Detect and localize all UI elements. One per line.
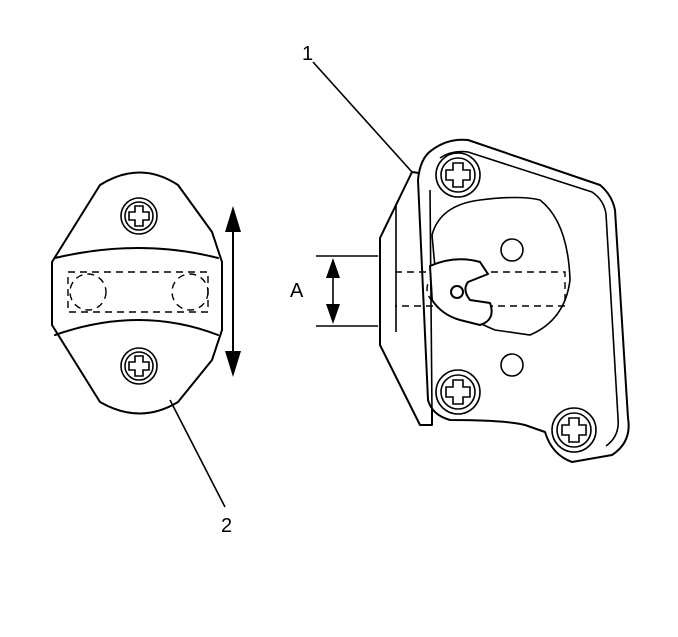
striker-screw-bottom [120, 347, 158, 385]
striker-plate [51, 171, 223, 415]
striker-screw-top [120, 197, 158, 235]
dimension-a-label: A [290, 280, 304, 302]
callout-2-leader [169, 399, 226, 508]
striker-dashed-slot [67, 271, 209, 313]
latch-screw-bottom [551, 407, 597, 453]
callout-1-leader [312, 61, 413, 173]
latch-screw-middle [435, 369, 481, 415]
callout-2-label: 2 [221, 515, 232, 537]
callout-1-label: 1 [302, 43, 313, 65]
dimension-a: A [290, 255, 378, 327]
adjust-direction-arrow [225, 206, 241, 377]
latch-screw-top [435, 152, 481, 198]
door-latch [379, 138, 630, 463]
